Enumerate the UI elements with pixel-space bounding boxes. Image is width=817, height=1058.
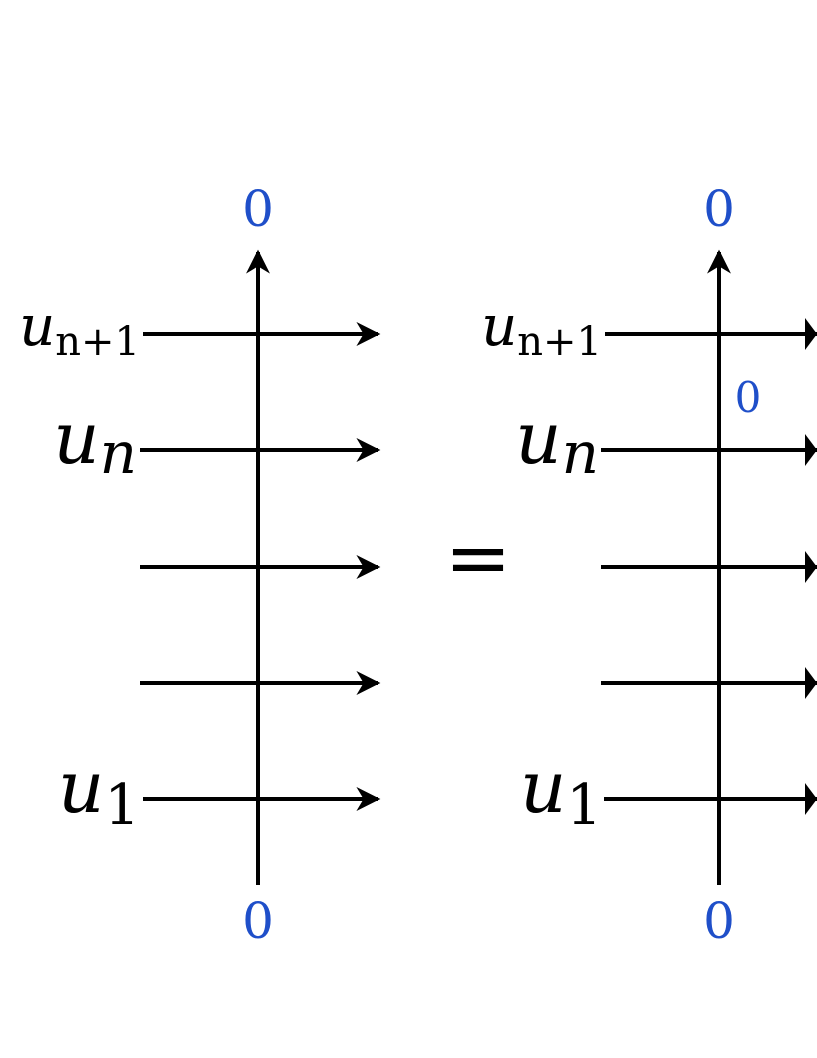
left-top-boundary: 0: [242, 180, 274, 238]
left-bottom-boundary: 0: [242, 892, 274, 950]
right-panel: 0 0 0 un+1 un u1: [481, 180, 817, 950]
right-top-boundary: 0: [703, 180, 735, 238]
left-label-u-1: u1: [58, 745, 140, 838]
right-arrowhead: [805, 783, 817, 815]
right-arrowhead: [805, 551, 817, 583]
left-label-u-n: un: [53, 396, 137, 487]
right-bottom-boundary: 0: [703, 892, 735, 950]
left-panel: 0 0 un+1 un u1: [19, 180, 381, 950]
left-label-u-n-plus-1: un+1: [19, 294, 140, 365]
right-inner-label: 0: [735, 373, 762, 422]
right-arrowhead: [805, 667, 817, 699]
right-label-u-n: un: [515, 396, 599, 487]
equals-sign: =: [444, 511, 511, 604]
right-arrowhead: [805, 318, 817, 350]
right-label-u-n-plus-1: un+1: [481, 294, 602, 365]
right-arrowhead: [805, 434, 817, 466]
right-label-u-1: u1: [520, 745, 602, 838]
